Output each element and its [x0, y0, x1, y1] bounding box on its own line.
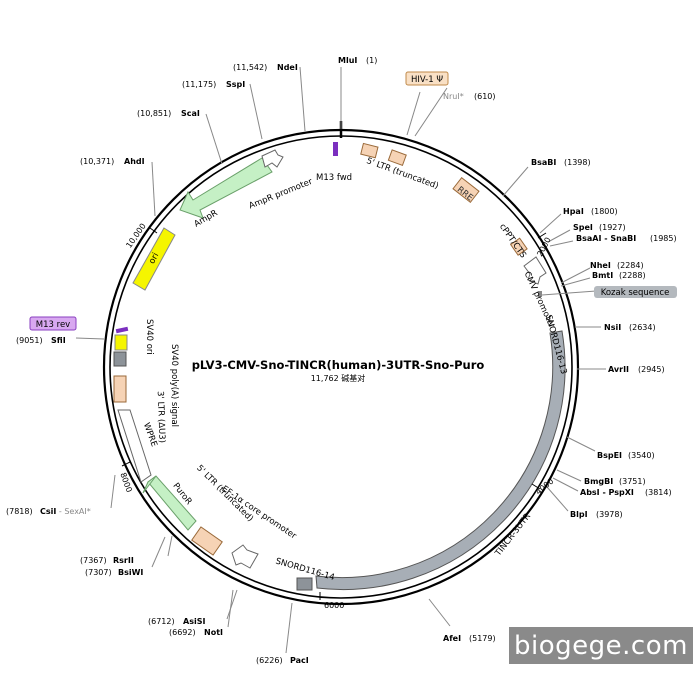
ltr3-label: 3' LTR (ΔU3)	[155, 391, 167, 443]
snord13-feature[interactable]	[538, 291, 542, 297]
ltr5-top-box-1[interactable]	[360, 142, 379, 159]
plasmid-name: pLV3-CMV-Sno-TINCR(human)-3UTR-Sno-Puro	[192, 358, 485, 372]
site-pos-bsabi: (1398)	[564, 158, 591, 167]
site-name-sfii[interactable]: SfiI	[51, 336, 66, 345]
site-pos-sfii: (9051)	[16, 336, 43, 345]
site-name-blpi[interactable]: BlpI	[570, 510, 588, 519]
ef1a-promoter-arrow[interactable]	[231, 544, 259, 569]
ampr-promoter-arrow[interactable]	[261, 149, 284, 168]
cppt-label: cPPT/CTS	[497, 222, 528, 260]
site-pos-ahdi: (10,371)	[80, 157, 114, 166]
site-leader-lines	[75, 66, 606, 654]
kozak-label: Kozak sequence	[601, 288, 670, 298]
site-pos-hpai: (1800)	[591, 207, 618, 216]
site-name-bspei[interactable]: BspEI	[597, 451, 622, 460]
site-name-rsrii[interactable]: RsrII	[113, 556, 134, 565]
site-name-nsii[interactable]: NsiI	[604, 323, 621, 332]
watermark: biogege.com	[509, 627, 693, 664]
m13-rev-feature[interactable]	[115, 326, 129, 334]
snord14-feature[interactable]	[296, 577, 313, 591]
tick-2000-mark	[537, 232, 547, 239]
site-name-absi-pspxi[interactable]: AbsI - PspXI	[580, 488, 634, 497]
site-name-csii[interactable]: CsiI - SexAI*	[40, 507, 91, 516]
hiv-psi-label: HIV-1 Ψ	[411, 75, 443, 85]
tincr-3utr-arc[interactable]	[315, 330, 566, 591]
tick-8000-mark	[121, 461, 131, 467]
m13-fwd-feature[interactable]	[333, 142, 338, 156]
site-pos-blpi: (3978)	[596, 510, 623, 519]
tick-label-6000: 6000	[324, 601, 344, 610]
ltr5-top-box-2[interactable]	[387, 149, 407, 167]
site-name-bsiwi[interactable]: BsiWI	[118, 568, 143, 577]
tick-10000-mark	[149, 227, 158, 234]
m13rev-label: M13 rev	[36, 320, 70, 330]
site-name-nrui[interactable]: NruI*	[443, 92, 464, 101]
m13rev-label-box	[29, 316, 77, 331]
site-name-paci[interactable]: PacI	[290, 656, 309, 665]
m13fwd-label: M13 fwd	[316, 173, 352, 183]
sv40-polya-feature[interactable]	[113, 351, 127, 367]
site-pos-noti: (6692)	[169, 628, 196, 637]
tick-label-8000: 8000	[118, 471, 133, 493]
site-pos-asisi: (6712)	[148, 617, 175, 626]
ampr-arrow[interactable]	[179, 157, 273, 219]
site-name-noti[interactable]: NotI	[204, 628, 223, 637]
site-name-asisi[interactable]: AsiSI	[183, 617, 205, 626]
site-name-afei[interactable]: AfeI	[443, 634, 461, 643]
cmv-promoter-arrow[interactable]	[523, 256, 547, 285]
site-pos-mlui: (1)	[366, 56, 377, 65]
site-name-spei[interactable]: SpeI	[573, 223, 593, 232]
site-pos-spei: (1927)	[599, 223, 626, 232]
ori-label: ori	[147, 251, 161, 265]
site-pos-bsaai-snabi: (1985)	[650, 234, 677, 243]
site-pos-sspi: (11,175)	[182, 80, 216, 89]
sv40-polya-label: SV40 poly(A) signal	[169, 344, 179, 427]
wpre-feature[interactable]	[117, 409, 152, 483]
site-pos-nsii: (2634)	[629, 323, 656, 332]
site-name-nhei[interactable]: NheI	[590, 261, 611, 270]
site-name-bmgbi[interactable]: BmgBI	[584, 477, 613, 486]
site-pos-avrii: (2945)	[638, 365, 665, 374]
kozak-label-box	[594, 286, 677, 298]
tick-4000-mark	[531, 483, 541, 490]
site-name-bmti[interactable]: BmtI	[592, 271, 613, 280]
site-pos-bspei: (3540)	[628, 451, 655, 460]
site-name-scai[interactable]: ScaI	[181, 109, 200, 118]
ampr-promoter-label: AmpR promoter	[248, 177, 315, 212]
site-name-ahdi[interactable]: AhdI	[124, 157, 145, 166]
site-pos-absi-pspxi: (3814)	[645, 488, 672, 497]
site-pos-nrui: (610)	[474, 92, 496, 101]
site-name-hpai[interactable]: HpaI	[563, 207, 584, 216]
site-name-bsaai-snabi[interactable]: BsaAI - SnaBI	[576, 234, 636, 243]
site-name-avrii[interactable]: AvrII	[608, 365, 629, 374]
site-pos-paci: (6226)	[256, 656, 283, 665]
site-pos-bmgbi: (3751)	[619, 477, 646, 486]
sv40-ori-label: SV40 ori	[144, 319, 154, 355]
site-pos-rsrii: (7367)	[80, 556, 107, 565]
site-pos-csii: (7818)	[6, 507, 33, 516]
site-pos-afei: (5179)	[469, 634, 496, 643]
site-pos-scai: (10,851)	[137, 109, 171, 118]
site-pos-bmti: (2288)	[619, 271, 646, 280]
cppt-feature[interactable]	[509, 237, 528, 256]
site-name-sspi[interactable]: SspI	[226, 80, 245, 89]
ltr5-bottom-label: 5' LTR (truncated)	[194, 463, 255, 524]
plasmid-size: 11,762 碱基对	[311, 373, 366, 383]
ltr5-bottom-box[interactable]	[191, 526, 223, 556]
site-name-bsabi[interactable]: BsaBI	[531, 158, 556, 167]
site-name-ndei[interactable]: NdeI	[277, 63, 298, 72]
site-pos-bsiwi: (7307)	[85, 568, 112, 577]
puror-arrow-head	[142, 475, 157, 494]
ori-arrow[interactable]	[132, 227, 176, 291]
site-pos-nhei: (2284)	[617, 261, 644, 270]
site-name-mlui[interactable]: MluI	[338, 56, 357, 65]
hiv-psi-label-box	[405, 71, 449, 86]
ltr3-feature[interactable]	[113, 375, 127, 403]
site-pos-ndei: (11,542)	[233, 63, 267, 72]
rre-feature[interactable]	[452, 177, 480, 203]
sv40-ori-feature[interactable]	[114, 334, 128, 351]
